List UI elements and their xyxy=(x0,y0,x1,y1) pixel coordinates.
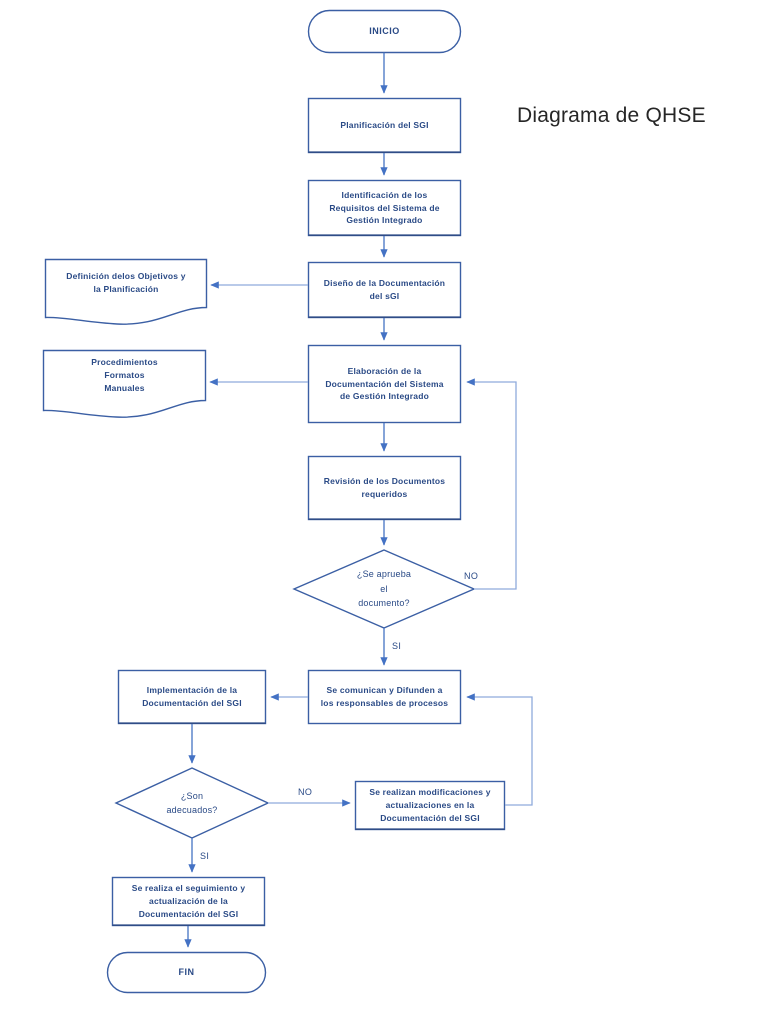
node-adecuados[interactable] xyxy=(114,767,270,839)
node-modificaciones[interactable] xyxy=(354,780,506,831)
node-implementacion[interactable] xyxy=(117,669,267,725)
node-inicio[interactable] xyxy=(307,9,462,54)
edge-modificaciones-comunican-loop xyxy=(466,693,533,806)
node-seguimiento[interactable] xyxy=(111,876,266,927)
node-comunican[interactable] xyxy=(307,669,462,725)
node-revision[interactable] xyxy=(307,455,462,521)
node-doc-objetivos[interactable] xyxy=(44,258,208,325)
diagram-title: Diagrama de QHSE xyxy=(517,104,706,127)
node-identificacion[interactable] xyxy=(307,179,462,237)
node-aprueba[interactable] xyxy=(292,549,476,629)
node-planificacion[interactable] xyxy=(307,97,462,154)
node-doc-procedimientos[interactable] xyxy=(42,349,207,418)
node-elaboracion[interactable] xyxy=(307,344,462,424)
edge-aprueba-no-loop xyxy=(466,378,517,590)
node-diseno[interactable] xyxy=(307,261,462,319)
node-fin[interactable] xyxy=(106,951,267,994)
